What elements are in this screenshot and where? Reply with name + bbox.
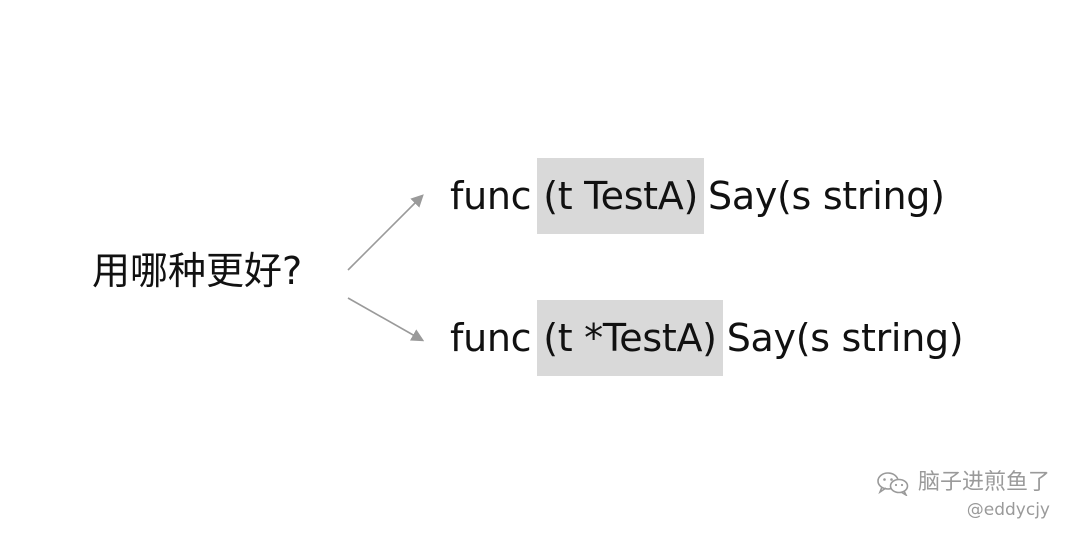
method-signature: Say(s string): [708, 174, 945, 218]
func-keyword: func: [450, 174, 532, 218]
option-value-receiver: func(t TestA)Say(s string): [450, 158, 945, 234]
func-keyword: func: [450, 316, 532, 360]
wechat-icon: [877, 472, 909, 496]
arrow-upper: [347, 194, 424, 271]
method-signature: Say(s string): [726, 316, 964, 360]
watermark-account: 脑子进煎鱼了: [917, 470, 1050, 495]
receiver-highlight: (t TestA): [537, 158, 705, 234]
watermark-handle: @eddycjy: [966, 500, 1050, 520]
receiver-highlight: (t *TestA): [537, 300, 723, 376]
option-pointer-receiver: func(t *TestA)Say(s string): [450, 300, 964, 376]
watermark: 脑子进煎鱼了 @eddycjy: [876, 468, 1050, 520]
question-label: 用哪种更好?: [92, 249, 303, 293]
arrow-lower: [347, 297, 425, 342]
